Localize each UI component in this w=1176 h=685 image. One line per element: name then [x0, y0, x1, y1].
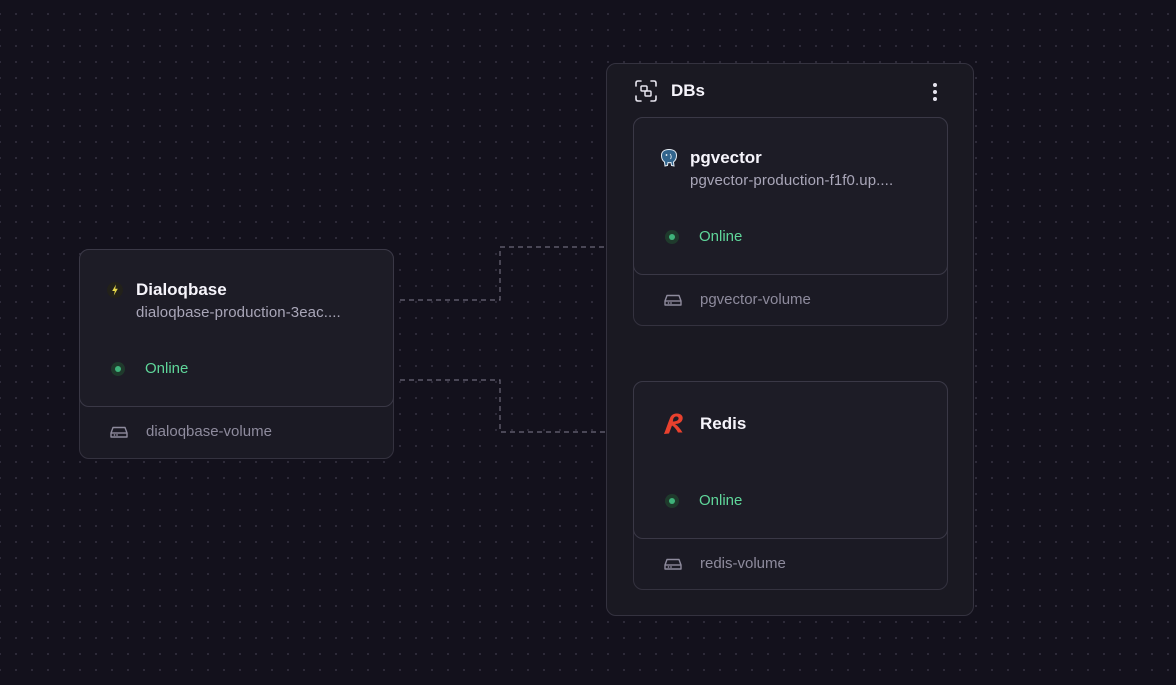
service-main-dialoqbase[interactable]: Dialoqbase dialoqbase-production-3eac...…	[79, 249, 394, 407]
hard-drive-icon	[110, 425, 128, 439]
volume-redis[interactable]: redis-volume	[664, 555, 786, 573]
status-indicator: Online	[665, 228, 742, 246]
connector-dialoqbase-pgvector	[400, 241, 629, 301]
service-card-dialoqbase[interactable]: Dialoqbase dialoqbase-production-3eac...…	[79, 249, 394, 459]
service-name: Dialoqbase	[136, 280, 227, 299]
hard-drive-icon	[664, 293, 682, 307]
service-url: pgvector-production-f1f0.up....	[690, 172, 894, 189]
volume-name: pgvector-volume	[700, 291, 811, 308]
volume-name: redis-volume	[700, 555, 786, 572]
service-name: Redis	[700, 414, 747, 433]
group-frame-icon	[635, 80, 657, 102]
connector-dialoqbase-redis	[400, 379, 629, 438]
redis-icon	[660, 411, 686, 437]
service-url: dialoqbase-production-3eac....	[136, 304, 341, 321]
status-indicator: Online	[665, 492, 742, 510]
online-dot-icon	[111, 362, 125, 376]
service-card-redis[interactable]: Redis Online redis-volume	[633, 381, 948, 590]
status-label: Online	[145, 360, 189, 377]
volume-pgvector[interactable]: pgvector-volume	[664, 291, 811, 309]
volume-name: dialoqbase-volume	[146, 423, 272, 440]
lightning-icon	[106, 281, 124, 299]
group-title: DBs	[671, 81, 706, 100]
online-dot-icon	[665, 494, 679, 508]
postgres-elephant-icon	[660, 148, 678, 167]
status-label: Online	[699, 492, 743, 509]
online-dot-icon	[665, 230, 679, 244]
status-indicator: Online	[111, 360, 188, 378]
service-main-pgvector[interactable]: pgvector pgvector-production-f1f0.up....…	[633, 117, 948, 275]
more-vertical-icon[interactable]	[925, 81, 945, 103]
service-main-redis[interactable]: Redis Online	[633, 381, 948, 539]
service-name: pgvector	[690, 148, 762, 167]
hard-drive-icon	[664, 557, 682, 571]
service-card-pgvector[interactable]: pgvector pgvector-production-f1f0.up....…	[633, 117, 948, 326]
status-label: Online	[699, 228, 743, 245]
volume-dialoqbase[interactable]: dialoqbase-volume	[110, 423, 272, 441]
